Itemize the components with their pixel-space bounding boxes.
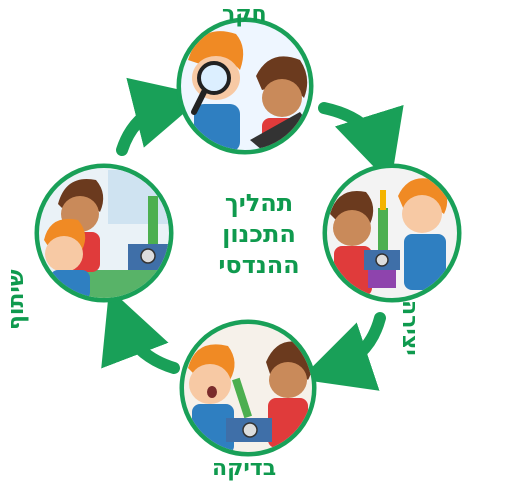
cycle-arrows bbox=[101, 77, 404, 391]
stage-label-sharing: שיתוף bbox=[4, 269, 29, 330]
title-line-1: תהליך bbox=[224, 189, 294, 217]
laptop-icon bbox=[250, 112, 309, 150]
stage-label-testing: בדיקה bbox=[212, 456, 277, 481]
stage-label-creation: יצירה bbox=[397, 300, 422, 356]
diagram-title: תהליך התכנון ההנדסי bbox=[184, 188, 334, 281]
stage-testing-illustration bbox=[179, 319, 317, 457]
arrow-sharing-to-research bbox=[116, 77, 205, 156]
magnifying-glass-icon bbox=[197, 61, 231, 95]
block-robot-icon bbox=[364, 190, 400, 288]
stage-label-research: חקר bbox=[222, 2, 267, 27]
arrow-creation-to-testing bbox=[299, 312, 386, 391]
stage-research-illustration bbox=[176, 17, 314, 155]
stage-sharing-illustration bbox=[34, 163, 174, 303]
arrow-research-to-creation bbox=[318, 102, 404, 185]
title-line-2: התכנון bbox=[222, 220, 296, 248]
arrow-testing-to-sharing bbox=[101, 288, 180, 374]
stage-creation-illustration bbox=[322, 163, 462, 303]
title-line-3: ההנדסי bbox=[218, 251, 300, 279]
robot-icon bbox=[226, 377, 272, 442]
